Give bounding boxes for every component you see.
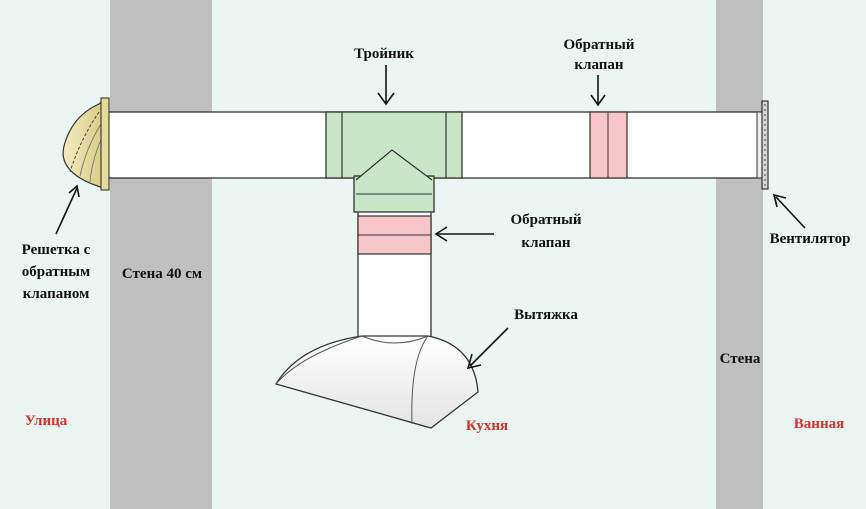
check-valve-vertical — [357, 215, 432, 255]
arrow-check-valve-top — [590, 75, 606, 107]
label-check-valve-top-line1: Обратный — [564, 37, 635, 53]
pointer-arrows — [55, 65, 806, 370]
outside-grille — [62, 97, 110, 191]
arrow-fan — [772, 193, 806, 229]
vertical-duct — [357, 187, 432, 351]
label-grille-line2: обратным — [22, 264, 90, 280]
arrow-check-valve-mid — [434, 226, 494, 242]
label-tee: Тройник — [354, 46, 414, 62]
fan — [756, 100, 769, 190]
wall-outer — [110, 0, 212, 509]
label-wall-40: Стена 40 см — [122, 266, 202, 282]
room-label-kitchen: Кухня — [466, 418, 508, 434]
label-check-valve-mid-line2: клапан — [521, 235, 571, 251]
label-check-valve-top-line2: клапан — [574, 57, 624, 73]
tee-fitting — [325, 111, 463, 213]
label-fan: Вентилятор — [770, 231, 851, 247]
check-valve-horizontal — [589, 111, 628, 179]
room-label-street: Улица — [25, 413, 68, 429]
wall-bathroom — [716, 0, 763, 509]
label-grille-line1: Решетка с — [22, 242, 91, 258]
label-grille-line3: клапаном — [23, 286, 90, 302]
label-check-valve-mid-line1: Обратный — [511, 212, 582, 228]
arrow-grille — [55, 184, 80, 235]
arrow-hood — [466, 327, 509, 370]
arrow-tee — [377, 65, 395, 106]
label-hood: Вытяжка — [514, 307, 578, 323]
label-wall: Стена — [720, 351, 761, 367]
kitchen-hood — [274, 335, 479, 429]
room-label-bathroom: Ванная — [794, 416, 844, 432]
